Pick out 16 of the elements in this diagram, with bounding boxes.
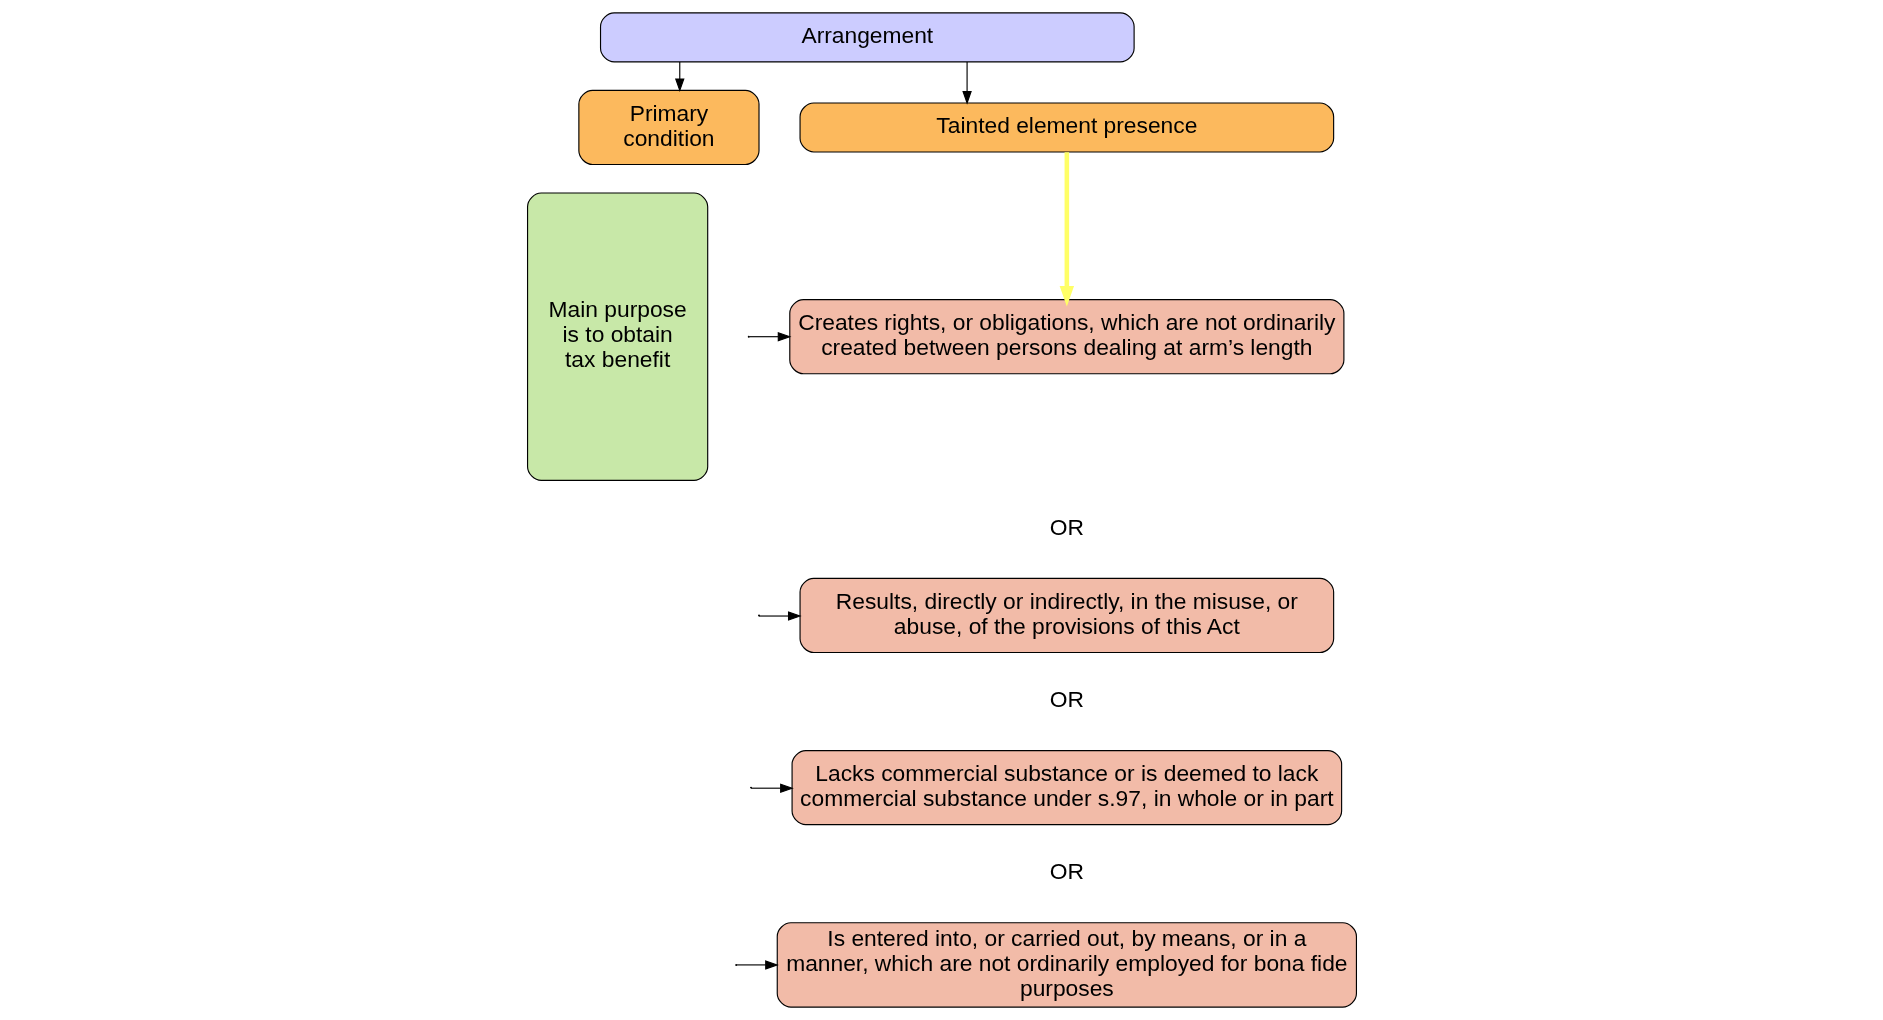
label: OR [1049, 858, 1084, 885]
arrow [1059, 152, 1074, 307]
node-box: Creates rights, or obligations, which are not ordinarily created between persons dealing at arm’s length [788, 299, 1344, 375]
label: OR [1049, 686, 1084, 713]
node-box: Tainted element presence [798, 102, 1334, 153]
node-box: Is entered into, or carried out, by means, or in a manner, which are not ordinarily employed for bona fide purposes [776, 922, 1357, 1008]
node-box: Main purpose is to obtain tax benefit [526, 192, 708, 481]
node-box: Results, directly or indirectly, in the misuse, or abuse, of the provisions of this Act [798, 577, 1334, 654]
node-box: Lacks commercial substance or is deemed to lack commercial substance under s.97, in whole or in part [791, 750, 1342, 826]
arrow [750, 783, 794, 793]
node-box: Arrangement [599, 12, 1135, 63]
label: OR [1049, 514, 1084, 541]
arrow [748, 331, 791, 342]
arrow [735, 960, 779, 970]
arrow [961, 61, 972, 105]
node-box: Primary condition [577, 89, 760, 166]
